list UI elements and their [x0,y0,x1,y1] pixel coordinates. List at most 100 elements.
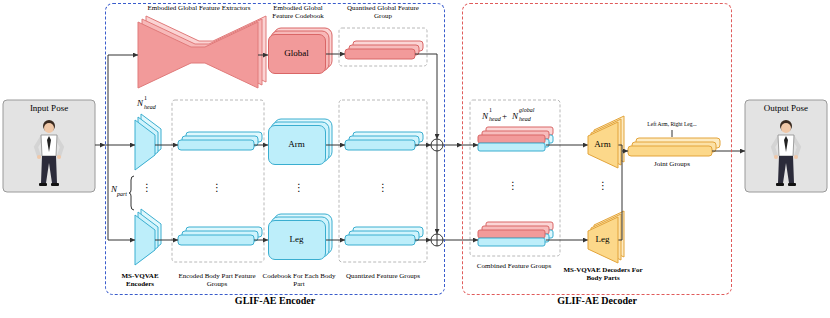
feature-bar [478,230,545,238]
flow-line [462,145,478,146]
flow-lines [105,54,732,240]
encoders [135,114,161,265]
math-symbol: N [482,111,488,121]
math-symbol: N [111,184,117,194]
flow-line [326,145,345,146]
decoder-trapezoid: Arm [588,122,618,168]
input-figure [36,120,62,186]
sum-circle [431,234,443,246]
flow-line [254,145,268,146]
flow-line [108,145,135,146]
extractor [138,16,266,88]
math-subscript: head [144,104,156,111]
ellipsis: ⋮ [142,182,152,194]
sum-cross [431,139,443,151]
section-label: Encoded Body Part Feature Groups [170,272,264,288]
extractor-layer [138,22,258,88]
connector [732,151,745,152]
feature-bar [345,235,415,245]
pose-panel [3,100,95,192]
feature-bar [178,140,254,150]
section-label: Quantised Global Feature Group [339,4,427,20]
codebook-box: Leg [268,220,326,260]
math-symbol: N [512,111,518,121]
decoder-shape [588,122,618,168]
flow-line [712,151,732,152]
ellipsis: ⋮ [598,180,608,192]
flow-line [546,145,588,146]
flow-line [326,240,345,241]
group-box [470,100,560,256]
flow-line [415,240,431,241]
connector [95,145,105,146]
flow-line [108,55,138,56]
decoder-region: GLIF-AE DecoderArmLeg [462,3,732,295]
feature-bars [178,41,720,246]
section-label: Combined Feature Groups [466,262,562,270]
flow-line [622,151,628,152]
joint-bar [628,146,712,156]
decoder-shape [588,217,618,263]
flow-line [443,240,478,241]
flow-line [546,240,588,241]
node-label: Output Pose [764,103,808,113]
flow-line [155,145,178,146]
section-label: Quantized Feature Groups [339,272,427,280]
encoder-layer [135,215,155,265]
section-label: Left Arm, Right Leg... [632,121,712,127]
codebook-box: Arm [268,125,326,165]
section-label: Embodied Global Feature Codebook [262,4,334,20]
encoder-layer [135,120,155,170]
pose-panel [745,100,827,192]
flow-line [254,240,268,241]
group-box [339,100,427,262]
flow-line [108,55,109,240]
brace [129,176,134,210]
flow-line [108,240,135,241]
pose-box: Input Pose [3,100,95,192]
node-label: Global [284,48,309,58]
flow-line [258,55,268,56]
math-superscript: global [519,107,534,114]
flow-line [618,145,622,240]
output-figure [773,120,799,186]
connector [445,145,462,146]
math-subscript: head [489,116,501,123]
flow-line [415,145,431,146]
math-symbol: + [502,111,507,121]
feature-bar [478,143,545,151]
leader-line [672,130,673,137]
section-label: Codebook For Each Body Part [262,272,336,288]
group-box [339,28,427,66]
math-superscript: 1 [489,107,492,114]
node-label: Arm [594,139,611,149]
pose-box: Output Pose [745,100,827,192]
ellipsis: ⋮ [508,180,518,192]
math-subscript: part [117,191,127,198]
feature-bar [478,135,545,143]
node-label: Leg [290,234,304,244]
feature-bar [345,140,415,150]
feature-bar [478,238,545,246]
math-superscript: 1 [144,95,147,102]
section-label: Embodied Global Feature Extractors [138,4,260,12]
section-label: Joint Groups [632,160,712,168]
ellipsis: ⋮ [378,182,388,194]
node-label: Arm [288,139,305,149]
feature-bar [178,235,254,245]
flow-line [155,240,178,241]
codebook-box: Global [268,34,326,74]
sum-cross [431,234,443,246]
region-caption: GLIF-AE Encoder [106,295,444,307]
feature-bar [345,49,415,59]
node-label: Leg [596,234,610,244]
sum-nodes [431,139,443,246]
region-caption: GLIF-AE Decoder [463,295,731,307]
node-label: Input Pose [30,103,68,113]
section-label: MS-VQVAE Decoders For Body Parts [563,266,643,282]
group-box [172,100,264,262]
